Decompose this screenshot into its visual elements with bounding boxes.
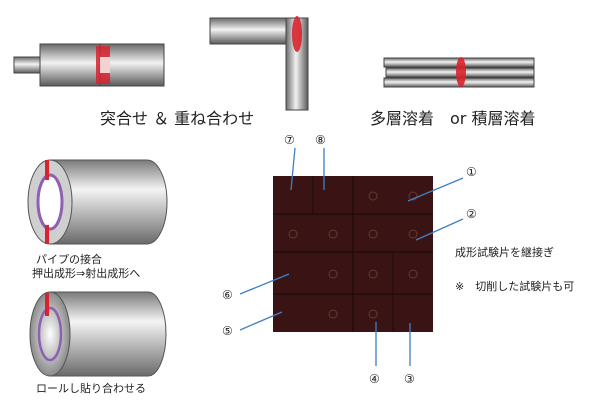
butt-joint-figure: [13, 43, 165, 87]
pipe-caption-line2: 押出成形⇒射出成形へ: [32, 267, 141, 280]
marker-4: ④: [369, 372, 380, 386]
leader-lines: [239, 147, 464, 366]
pipe-joint-figure: [27, 159, 168, 245]
lap-joint-figure: [209, 16, 309, 111]
roll-caption: ロールし貼り合わせる: [36, 382, 146, 395]
multilayer-figure: [383, 57, 535, 88]
joined-specimen-plate: [273, 176, 433, 332]
marker-6: ⑥: [222, 288, 233, 302]
marker-1: ①: [466, 165, 477, 179]
pipe-caption-line1: パイプの接合: [36, 253, 102, 266]
multilayer-caption: 多層溶着 or 積層溶着: [370, 109, 536, 128]
cut-note-caption: ※ 切削した試験片も可: [455, 280, 575, 293]
marker-2: ②: [466, 207, 477, 221]
butt-lap-caption: 突合せ ＆ 重ね合わせ: [100, 109, 255, 128]
marker-5: ⑤: [222, 324, 233, 338]
rolled-rod-figure: [29, 291, 167, 377]
marker-8: ⑧: [315, 133, 326, 147]
marker-3: ③: [404, 372, 415, 386]
joined-caption: 成形試験片を継接ぎ: [455, 246, 554, 259]
marker-7: ⑦: [284, 133, 295, 147]
